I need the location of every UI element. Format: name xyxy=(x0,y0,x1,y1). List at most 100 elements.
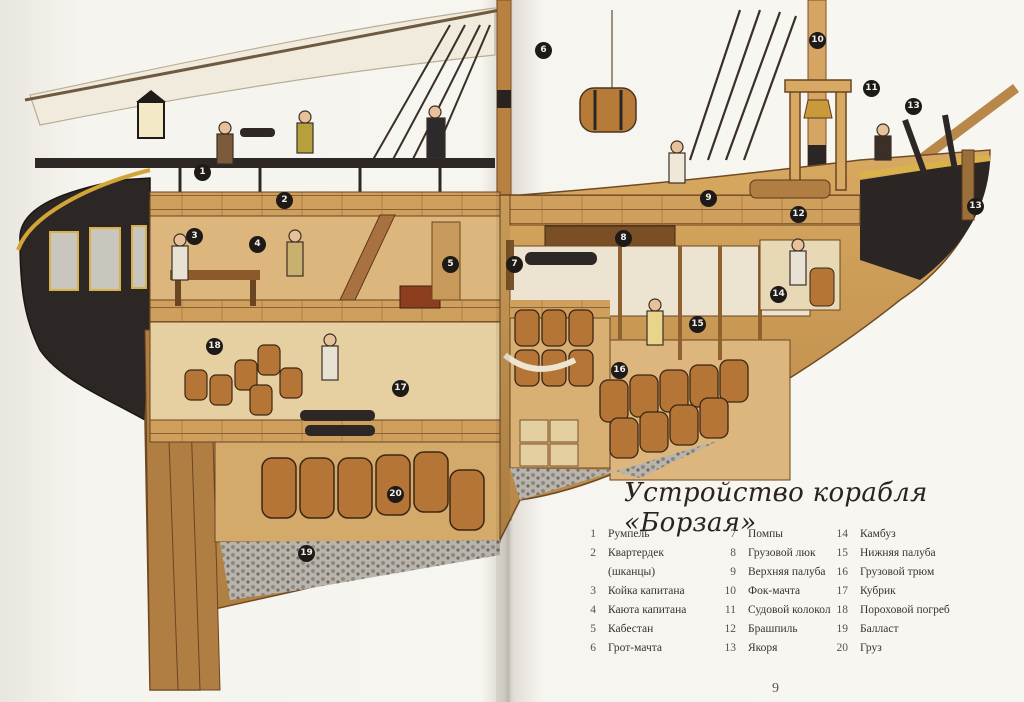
upper-deck-bow xyxy=(509,194,861,226)
barrels-cargo-bow xyxy=(514,309,749,459)
legend-column-3: 14 Камбуз 15 Нижняя палуба 16 Грузовой трюм… xyxy=(828,525,950,658)
legend-label: Грузовой люк xyxy=(748,547,816,559)
diagram-title: Устройство корабля «Борзая» xyxy=(624,478,928,538)
marker-2: 2 xyxy=(276,192,293,209)
legend-label: Румпель xyxy=(608,528,650,540)
stern-windows xyxy=(49,225,147,291)
marker-4: 4 xyxy=(249,236,266,253)
legend-label: Камбуз xyxy=(860,528,896,540)
marker-20: 20 xyxy=(387,486,404,503)
barrels-cargo-stern xyxy=(261,451,485,531)
legend-number: 14 xyxy=(836,528,849,540)
legend-number: 10 xyxy=(724,585,737,597)
ballast-stern xyxy=(220,540,500,600)
marker-10: 10 xyxy=(809,32,826,49)
legend-item: 7 Помпы xyxy=(716,525,831,544)
legend-label: Кубрик xyxy=(860,585,896,597)
legend-number: 2 xyxy=(590,547,596,559)
barrels-powder xyxy=(184,344,303,416)
marker-12: 12 xyxy=(790,206,807,223)
legend-label: Кабестан xyxy=(608,623,654,635)
legend-label: Брашпиль xyxy=(748,623,798,635)
legend-label: Койка капитана xyxy=(608,585,685,597)
marker-9: 9 xyxy=(700,190,717,207)
marker-14: 14 xyxy=(770,286,787,303)
legend-item: 15 Нижняя палуба xyxy=(828,544,950,563)
anchors xyxy=(902,114,958,177)
legend-number: 7 xyxy=(730,528,736,540)
legend-item: 5 Кабестан xyxy=(576,620,686,639)
legend-item: 2 Квартердек xyxy=(576,544,686,563)
legend-label: Каюта капитана xyxy=(608,604,687,616)
legend-label: Якоря xyxy=(748,642,778,654)
crew-figures xyxy=(171,105,892,381)
legend-number: 11 xyxy=(724,604,736,616)
legend-item: (шканцы) xyxy=(576,563,686,582)
marker-5: 5 xyxy=(442,256,459,273)
marker-6: 6 xyxy=(535,42,552,59)
legend-number: 4 xyxy=(590,604,596,616)
legend-number: 20 xyxy=(836,642,849,654)
marker-15: 15 xyxy=(689,316,706,333)
marker-16: 16 xyxy=(611,362,628,379)
marker-18: 18 xyxy=(206,338,223,355)
legend-item: 9 Верхняя палуба xyxy=(716,563,831,582)
legend-number: 1 xyxy=(590,528,596,540)
hammock xyxy=(503,352,577,372)
legend-item: 14 Камбуз xyxy=(828,525,950,544)
legend-number: 17 xyxy=(836,585,849,597)
marker-17: 17 xyxy=(392,380,409,397)
quarterdeck-floor xyxy=(149,191,501,217)
legend-number: 13 xyxy=(724,642,737,654)
legend-number: 12 xyxy=(724,623,737,635)
legend-item: 12 Брашпиль xyxy=(716,620,831,639)
crates xyxy=(519,419,579,467)
marker-1: 1 xyxy=(194,164,211,181)
legend-number: 5 xyxy=(590,623,596,635)
bowsprit xyxy=(917,84,1019,164)
stern-hull xyxy=(19,177,151,422)
legend-number: 18 xyxy=(836,604,849,616)
marker-13b: 13 xyxy=(967,198,984,215)
legend-item: 20 Груз xyxy=(828,639,950,658)
legend-label: Пороховой погреб xyxy=(860,604,950,616)
legend-label: Груз xyxy=(860,642,882,654)
stern-lantern xyxy=(136,90,166,139)
hanging-barrel xyxy=(579,10,637,133)
legend-number: 15 xyxy=(836,547,849,559)
legend-item: 17 Кубрик xyxy=(828,582,950,601)
legend-number: 16 xyxy=(836,566,849,578)
marker-7: 7 xyxy=(506,256,523,273)
cannons-stern xyxy=(240,128,375,436)
legend-item: 13 Якоря xyxy=(716,639,831,658)
legend-label: Грот-мачта xyxy=(608,642,663,654)
legend-number xyxy=(576,563,596,582)
legend-number: 9 xyxy=(730,566,736,578)
shrouds-right xyxy=(688,9,798,161)
legend-label: Квартердек xyxy=(608,547,664,559)
legend-label: Грузовой трюм xyxy=(860,566,935,578)
legend-item: 4 Каюта капитана xyxy=(576,601,686,620)
marker-3: 3 xyxy=(186,228,203,245)
bell-frame xyxy=(784,79,852,191)
legend-label: (шканцы) xyxy=(608,566,656,578)
legend-item: 11 Судовой колокол xyxy=(716,601,831,620)
legend-label: Помпы xyxy=(748,528,783,540)
legend-label: Нижняя палуба xyxy=(860,547,936,559)
marker-19: 19 xyxy=(298,545,315,562)
cannon-bow xyxy=(525,252,597,265)
legend-item: 1 Румпель xyxy=(576,525,686,544)
windlass xyxy=(749,179,831,199)
legend-item: 16 Грузовой трюм xyxy=(828,563,950,582)
legend-label: Верхняя палуба xyxy=(748,566,826,578)
ballast-bow xyxy=(510,440,720,500)
legend-item: 18 Пороховой погреб xyxy=(828,601,950,620)
legend-number: 8 xyxy=(730,547,736,559)
legend-label: Судовой колокол xyxy=(748,604,831,616)
